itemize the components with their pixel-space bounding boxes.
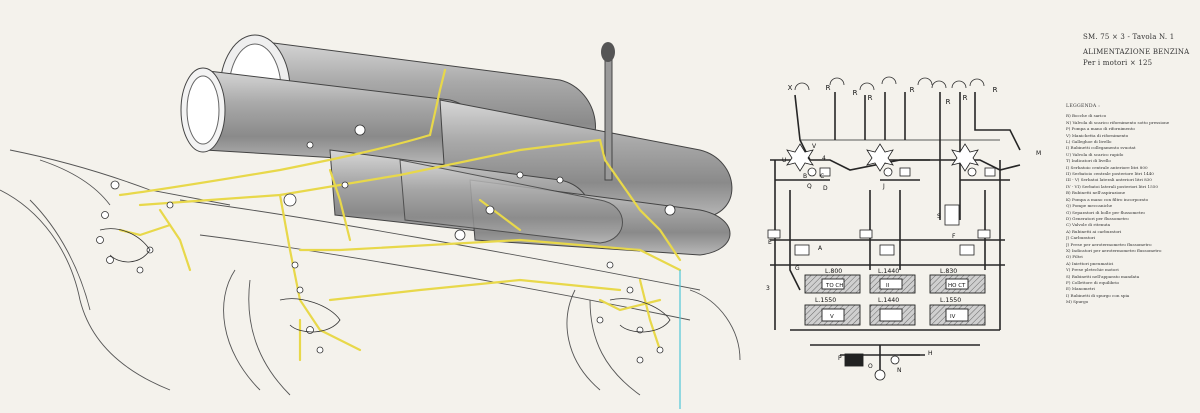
legend-item: F) Collettore di equilibrio <box>1066 279 1120 285</box>
legend-item: D) Generatori per flussometro <box>1066 215 1129 221</box>
tank-capacity: L.1550 <box>940 297 961 304</box>
label-u: U <box>782 157 786 164</box>
legend-item: J) Prese per aerotermometro flussometro <box>1066 241 1152 247</box>
schematic-labels: X R R R R R R R <box>788 84 998 106</box>
label-a: A <box>818 245 823 252</box>
legend-item: X) Indicatori per aerotermometro flussom… <box>1066 247 1162 253</box>
label-j: J <box>882 183 885 190</box>
legend-item: L) Galleghoe di livello <box>1066 139 1112 145</box>
tank-capacity: L.1440 <box>878 297 899 304</box>
legend-item: G) Separatori di bolle per flussometro <box>1066 209 1145 215</box>
legend-item: B) Rubinetti nell'aspirazione <box>1066 190 1126 196</box>
label-3: 3 <box>766 285 770 292</box>
label-r-7: R <box>993 86 998 94</box>
tank-name: IV <box>950 314 956 320</box>
fuel-lines <box>118 68 682 362</box>
legend-item: I) Serbatoio centrale anteriore litri 80… <box>1066 164 1148 170</box>
legend-item: T) Indicatori di livello <box>1066 158 1111 164</box>
legend-item: R) Bocche di sarico <box>1066 113 1107 119</box>
legend-item: III - V) Serbatoi laterali anteriori lit… <box>1066 177 1152 183</box>
label-4: 4 <box>822 155 826 162</box>
legend-item: Q) Pompe meccaniche <box>1066 203 1113 209</box>
label-q: Q <box>807 183 812 190</box>
legend-item: I) Rubinetti di spurgo con spia <box>1066 292 1130 298</box>
tank-name: II <box>886 283 890 289</box>
wing-outline <box>0 149 741 396</box>
legend-item: Y) Prese pletechie motori <box>1066 267 1119 273</box>
legend-item: J) Carburatori <box>1066 235 1096 241</box>
legend-item: A) Iniettori pneumatici <box>1066 260 1114 266</box>
label-r-5: R <box>946 98 951 106</box>
label-e: E <box>768 239 772 246</box>
tank-capacity: L.830 <box>940 268 957 275</box>
label-m: M <box>1036 150 1041 157</box>
plate-title: ALIMENTAZIONE BENZINA <box>1083 48 1190 56</box>
legend-item: N) Valvola di scarico rifornimento sotto… <box>1066 119 1170 125</box>
schematic-tanks <box>804 274 986 367</box>
legend-item: I) Rubinetti collegamento svuotat <box>1066 145 1136 151</box>
legend-item: E) Manometri <box>1066 286 1095 292</box>
plate-subtitle: Per i motori × 125 <box>1083 59 1153 67</box>
label-n: N <box>897 367 902 374</box>
fittings <box>96 124 676 364</box>
legend-item: U) Valvola di scarico rapido <box>1066 151 1124 157</box>
legend-item: C) Valvole di ritenuta <box>1066 222 1111 228</box>
label-r-6: R <box>963 94 968 102</box>
tank-capacity: L.800 <box>825 268 842 275</box>
legend-item: K) Pompa a mano con filtro incorporato <box>1066 196 1149 202</box>
label-b: B <box>803 173 807 180</box>
legend-title: LEGGENDA : <box>1066 104 1101 109</box>
label-r-3: R <box>868 94 873 102</box>
label-v: V <box>812 143 817 150</box>
engine-mounts <box>99 228 671 333</box>
label-o: O <box>868 363 873 370</box>
label-s: S <box>937 213 941 220</box>
plate-code: SM. 75 × 3 - Tavola N. 1 <box>1083 33 1175 41</box>
tank-capacity: L.1440 <box>878 268 899 275</box>
label-g: G <box>795 265 800 272</box>
legend-item: M) Spurgo <box>1066 299 1089 305</box>
valves <box>767 204 991 381</box>
fuel-tanks <box>180 34 733 256</box>
label-p: P <box>838 355 842 362</box>
legend-item: S) Rubinetti nell'apparato mandata <box>1066 273 1140 279</box>
legend-item: II) Serbatoio centrale posteriore litri … <box>1066 171 1154 177</box>
tank-capacity: L.1550 <box>815 297 836 304</box>
label-r-4: R <box>910 86 915 94</box>
label-f: F <box>952 233 956 240</box>
legend-item: A) Rubinetti ai carburatori <box>1066 228 1122 234</box>
engine-pumps <box>786 143 996 177</box>
legend-item: P) Pompa a mano di rifornimento <box>1066 126 1135 132</box>
legend-item: IV - VI) Serbatoi laterali posteriori li… <box>1066 183 1158 189</box>
tank-name: HO CT <box>948 283 966 289</box>
tank-name: TO CH <box>825 283 843 289</box>
vent-mast <box>601 42 615 181</box>
label-c: C <box>820 173 824 180</box>
engine-labels: V U 4 B Q C D J F S E A G 3 P O N M H <box>766 143 1041 374</box>
label-r-1: R <box>826 84 831 92</box>
label-d: D <box>823 185 828 192</box>
legend-item: V) Manichetta di rifornimento <box>1066 132 1129 138</box>
label-r-2: R <box>853 89 858 97</box>
legend-item: O) Filtri <box>1066 254 1083 260</box>
label-x: X <box>788 84 793 92</box>
label-h: H <box>928 350 933 357</box>
tank-labels: L.800 L.1440 L.830 L.1550 L.1440 L.1550 … <box>815 268 966 320</box>
gauges <box>794 76 985 91</box>
tank-name: V <box>830 314 834 320</box>
